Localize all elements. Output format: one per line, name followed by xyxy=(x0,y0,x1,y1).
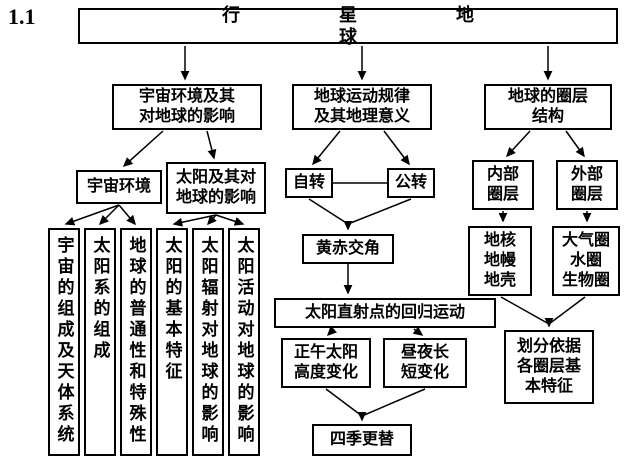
node-col-universe-composition: 宇宙的组成及天体系统 xyxy=(48,228,80,456)
node-subsolar-point-motion: 太阳直射点的回归运动 xyxy=(274,298,496,328)
node-rotation: 自转 xyxy=(285,168,333,198)
node-atmosphere-hydro-bio: 大气圈 水圈 生物圈 xyxy=(552,226,620,296)
node-cosmic-environment: 宇宙环境及其 对地球的影响 xyxy=(112,84,262,130)
node-earth-motion: 地球运动规律 及其地理意义 xyxy=(292,84,432,130)
node-sun-influence: 太阳及其对 地球的影响 xyxy=(166,162,266,214)
node-seasons: 四季更替 xyxy=(312,424,412,456)
node-internal-spheres: 内部 圈层 xyxy=(472,160,534,210)
node-col-solar-system: 太阳系的组成 xyxy=(84,228,116,456)
node-ecliptic-obliquity: 黄赤交角 xyxy=(302,234,394,264)
node-day-night-length: 昼夜长 短变化 xyxy=(383,338,467,388)
node-core-mantle-crust: 地核 地幔 地壳 xyxy=(468,226,532,296)
node-col-sun-features: 太阳的基本特征 xyxy=(156,228,188,456)
node-col-earth-uniqueness: 地球的普通性和特殊性 xyxy=(120,228,152,456)
node-col-solar-activity: 太阳活动对地球的影响 xyxy=(228,228,260,456)
node-external-spheres: 外部 圈层 xyxy=(556,160,618,210)
node-cosmic-env-sub: 宇宙环境 xyxy=(76,170,162,204)
node-planet-earth: 行星地球 xyxy=(78,5,618,47)
node-revolution: 公转 xyxy=(387,168,435,198)
node-noon-sun-altitude: 正午太阳 高度变化 xyxy=(281,338,371,388)
node-division-basis: 划分依据 各圈层基 本特征 xyxy=(504,330,594,404)
section-number: 1.1 xyxy=(8,4,36,29)
node-col-solar-radiation: 太阳辐射对地球的影响 xyxy=(192,228,224,456)
node-sphere-structure: 地球的圈层 结构 xyxy=(484,84,612,130)
